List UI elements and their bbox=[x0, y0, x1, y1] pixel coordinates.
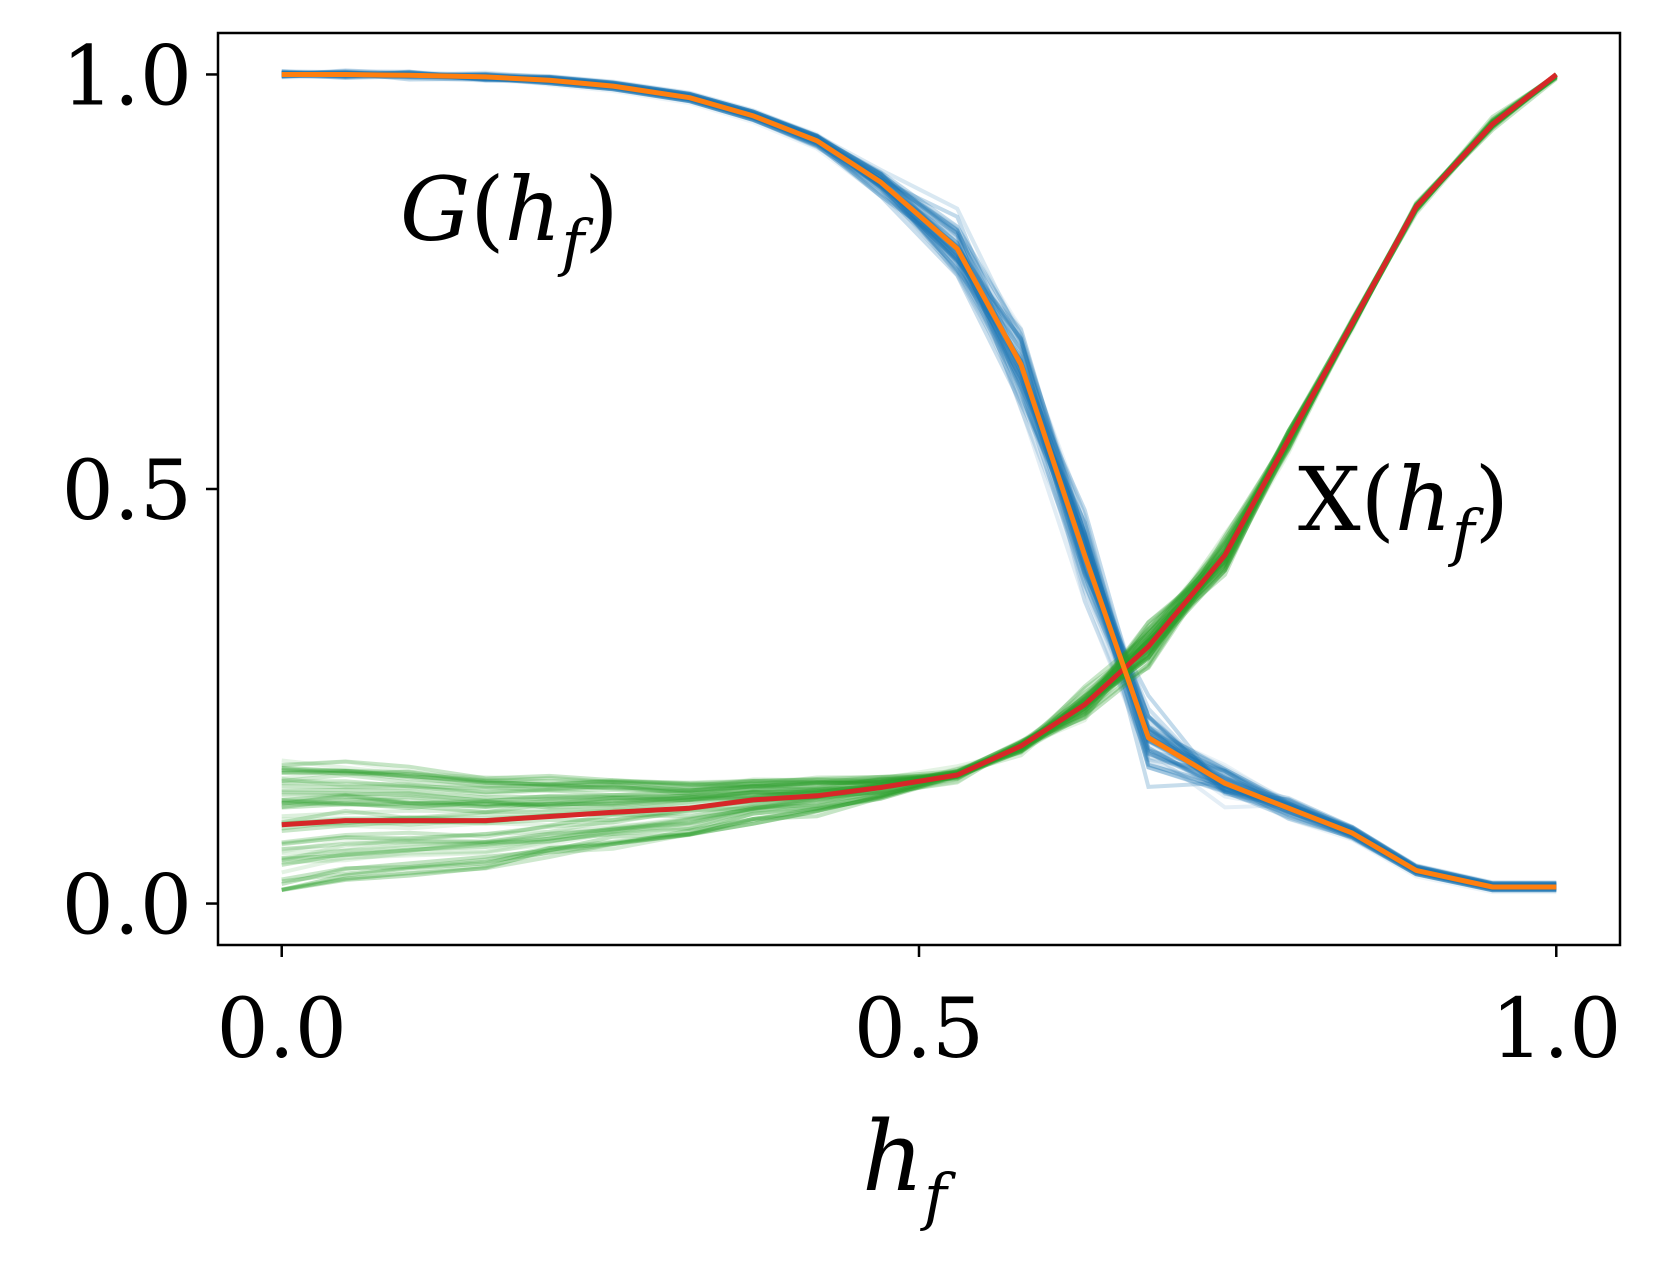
x-sample-line bbox=[281, 74, 1558, 854]
g-sample-line bbox=[281, 70, 1557, 886]
y-tick-label: 1.0 bbox=[62, 29, 192, 124]
g-sample-line bbox=[281, 68, 1557, 893]
x-axis: 0.0 0.5 1.0 bbox=[217, 945, 1621, 1077]
annotation-g: G(hf) bbox=[400, 158, 619, 279]
annotation-x: X(hf) bbox=[1298, 448, 1509, 569]
g-sample-line bbox=[281, 71, 1557, 885]
g-sample-line bbox=[281, 70, 1557, 887]
g-mean-line bbox=[281, 72, 1557, 890]
y-tick-label: 0.0 bbox=[62, 859, 192, 954]
x-tick-label: 0.5 bbox=[854, 982, 984, 1077]
x-tick-label: 0.0 bbox=[217, 982, 347, 1077]
g-sample-line bbox=[281, 71, 1557, 885]
y-axis: 0.0 0.5 1.0 bbox=[62, 29, 218, 954]
y-tick-label: 0.5 bbox=[62, 444, 192, 539]
x-mean-line bbox=[281, 72, 1558, 828]
x-tick-label: 1.0 bbox=[1491, 982, 1621, 1077]
mean-lines bbox=[281, 72, 1558, 890]
